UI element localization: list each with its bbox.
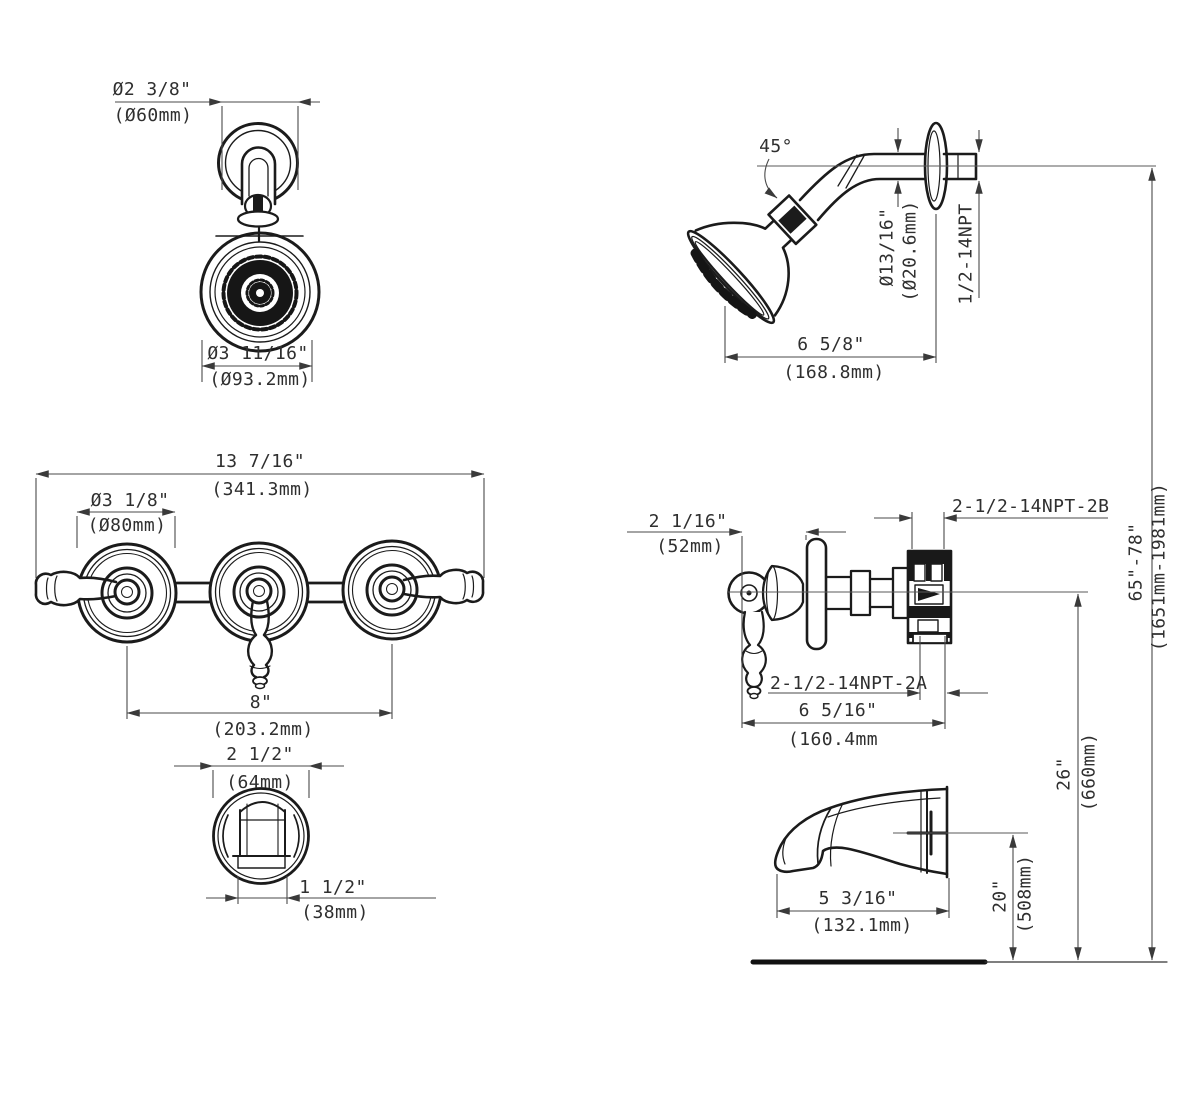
label-spout-length-mm: (132.1mm) (811, 915, 912, 936)
shower-arm-bottom (816, 177, 932, 222)
label-spout-width-in: 2 1/2" (226, 744, 293, 765)
dim-spout-front (174, 762, 436, 904)
right-lever (402, 568, 485, 605)
label-spout-opening-mm: (38mm) (301, 902, 368, 923)
dim-face-dia (201, 340, 313, 382)
label-arm-angle: 45° (759, 136, 793, 157)
shower-arm-end (240, 146, 277, 206)
label-valve-length-mm: (160.4mm (788, 729, 878, 750)
left-handle-assembly (34, 542, 178, 644)
label-face-dia-mm: (Ø93.2mm) (209, 369, 310, 390)
dim-flange-dia (115, 98, 320, 190)
showerhead-front-view (199, 122, 321, 353)
label-spout-height-in: 20" (990, 879, 1011, 913)
valve-body-connectors (175, 581, 344, 604)
label-flange-dia-mm: (Ø60mm) (114, 105, 193, 126)
tee-fitting (906, 549, 953, 645)
valve-side-view (727, 537, 953, 700)
spout-side-view (773, 785, 949, 879)
valve-front-view (34, 539, 485, 690)
label-showerhead-height-in: 65"-78" (1126, 523, 1147, 602)
label-valve-depth-mm: (52mm) (656, 536, 723, 557)
label-valve-width-mm: (341.3mm) (211, 479, 312, 500)
label-showerhead-height-mm: (1651mm-1981mm) (1149, 483, 1170, 652)
label-escutcheon-dia-in: Ø3 1/8" (91, 490, 170, 511)
dim-valve-front (35, 470, 485, 719)
label-arm-length-mm: (168.8mm) (783, 362, 884, 383)
shower-arm-top (798, 152, 932, 202)
label-arm-thread: 1/2-14NPT (956, 203, 977, 304)
label-spout-length-in: 5 3/16" (819, 888, 898, 909)
dim-spout-side (776, 832, 1028, 961)
label-valve-length-in: 6 5/16" (799, 700, 878, 721)
label-pipe-dia-in: Ø13/16" (877, 208, 898, 287)
dimension-labels: Ø2 3/8" (Ø60mm) Ø3 11/16" (Ø93.2mm) 45° … (88, 79, 1170, 936)
label-valve-height-in: 26" (1054, 757, 1075, 791)
label-thread-bottom: 2-1/2-14NPT-2A (770, 673, 927, 694)
side-escutcheon-bell (761, 564, 805, 622)
dimension-lines (35, 98, 1156, 961)
showerhead-side-view (686, 121, 978, 325)
label-escutcheon-dia-mm: (Ø80mm) (88, 515, 167, 536)
label-handle-spacing-mm: (203.2mm) (212, 719, 313, 740)
right-handle-assembly (341, 539, 485, 641)
label-thread-top: 2-1/2-14NPT-2B (952, 496, 1109, 517)
label-arm-length-in: 6 5/8" (797, 334, 864, 355)
label-pipe-dia-mm: (Ø20.6mm) (900, 200, 921, 301)
label-spout-height-mm: (508mm) (1015, 855, 1036, 934)
label-spout-width-mm: (64mm) (226, 772, 293, 793)
label-valve-height-mm: (660mm) (1079, 733, 1100, 812)
label-valve-width-in: 13 7/16" (215, 451, 305, 472)
label-face-dia-in: Ø3 11/16" (207, 343, 308, 364)
middle-handle-assembly (208, 541, 310, 690)
spout-front-view (212, 787, 310, 885)
label-spout-opening-in: 1 1/2" (299, 877, 366, 898)
label-valve-depth-in: 2 1/16" (649, 511, 728, 532)
middle-lever (247, 599, 273, 685)
showerhead-bell (686, 194, 818, 325)
wall-plate (805, 537, 828, 651)
dim-valve-side (627, 512, 1108, 961)
dim-shower-arm (724, 128, 1156, 363)
label-handle-spacing-in: 8" (250, 692, 272, 713)
label-flange-dia-in: Ø2 3/8" (113, 79, 192, 100)
side-lever (741, 610, 767, 689)
drawing-geometry (34, 121, 1168, 965)
